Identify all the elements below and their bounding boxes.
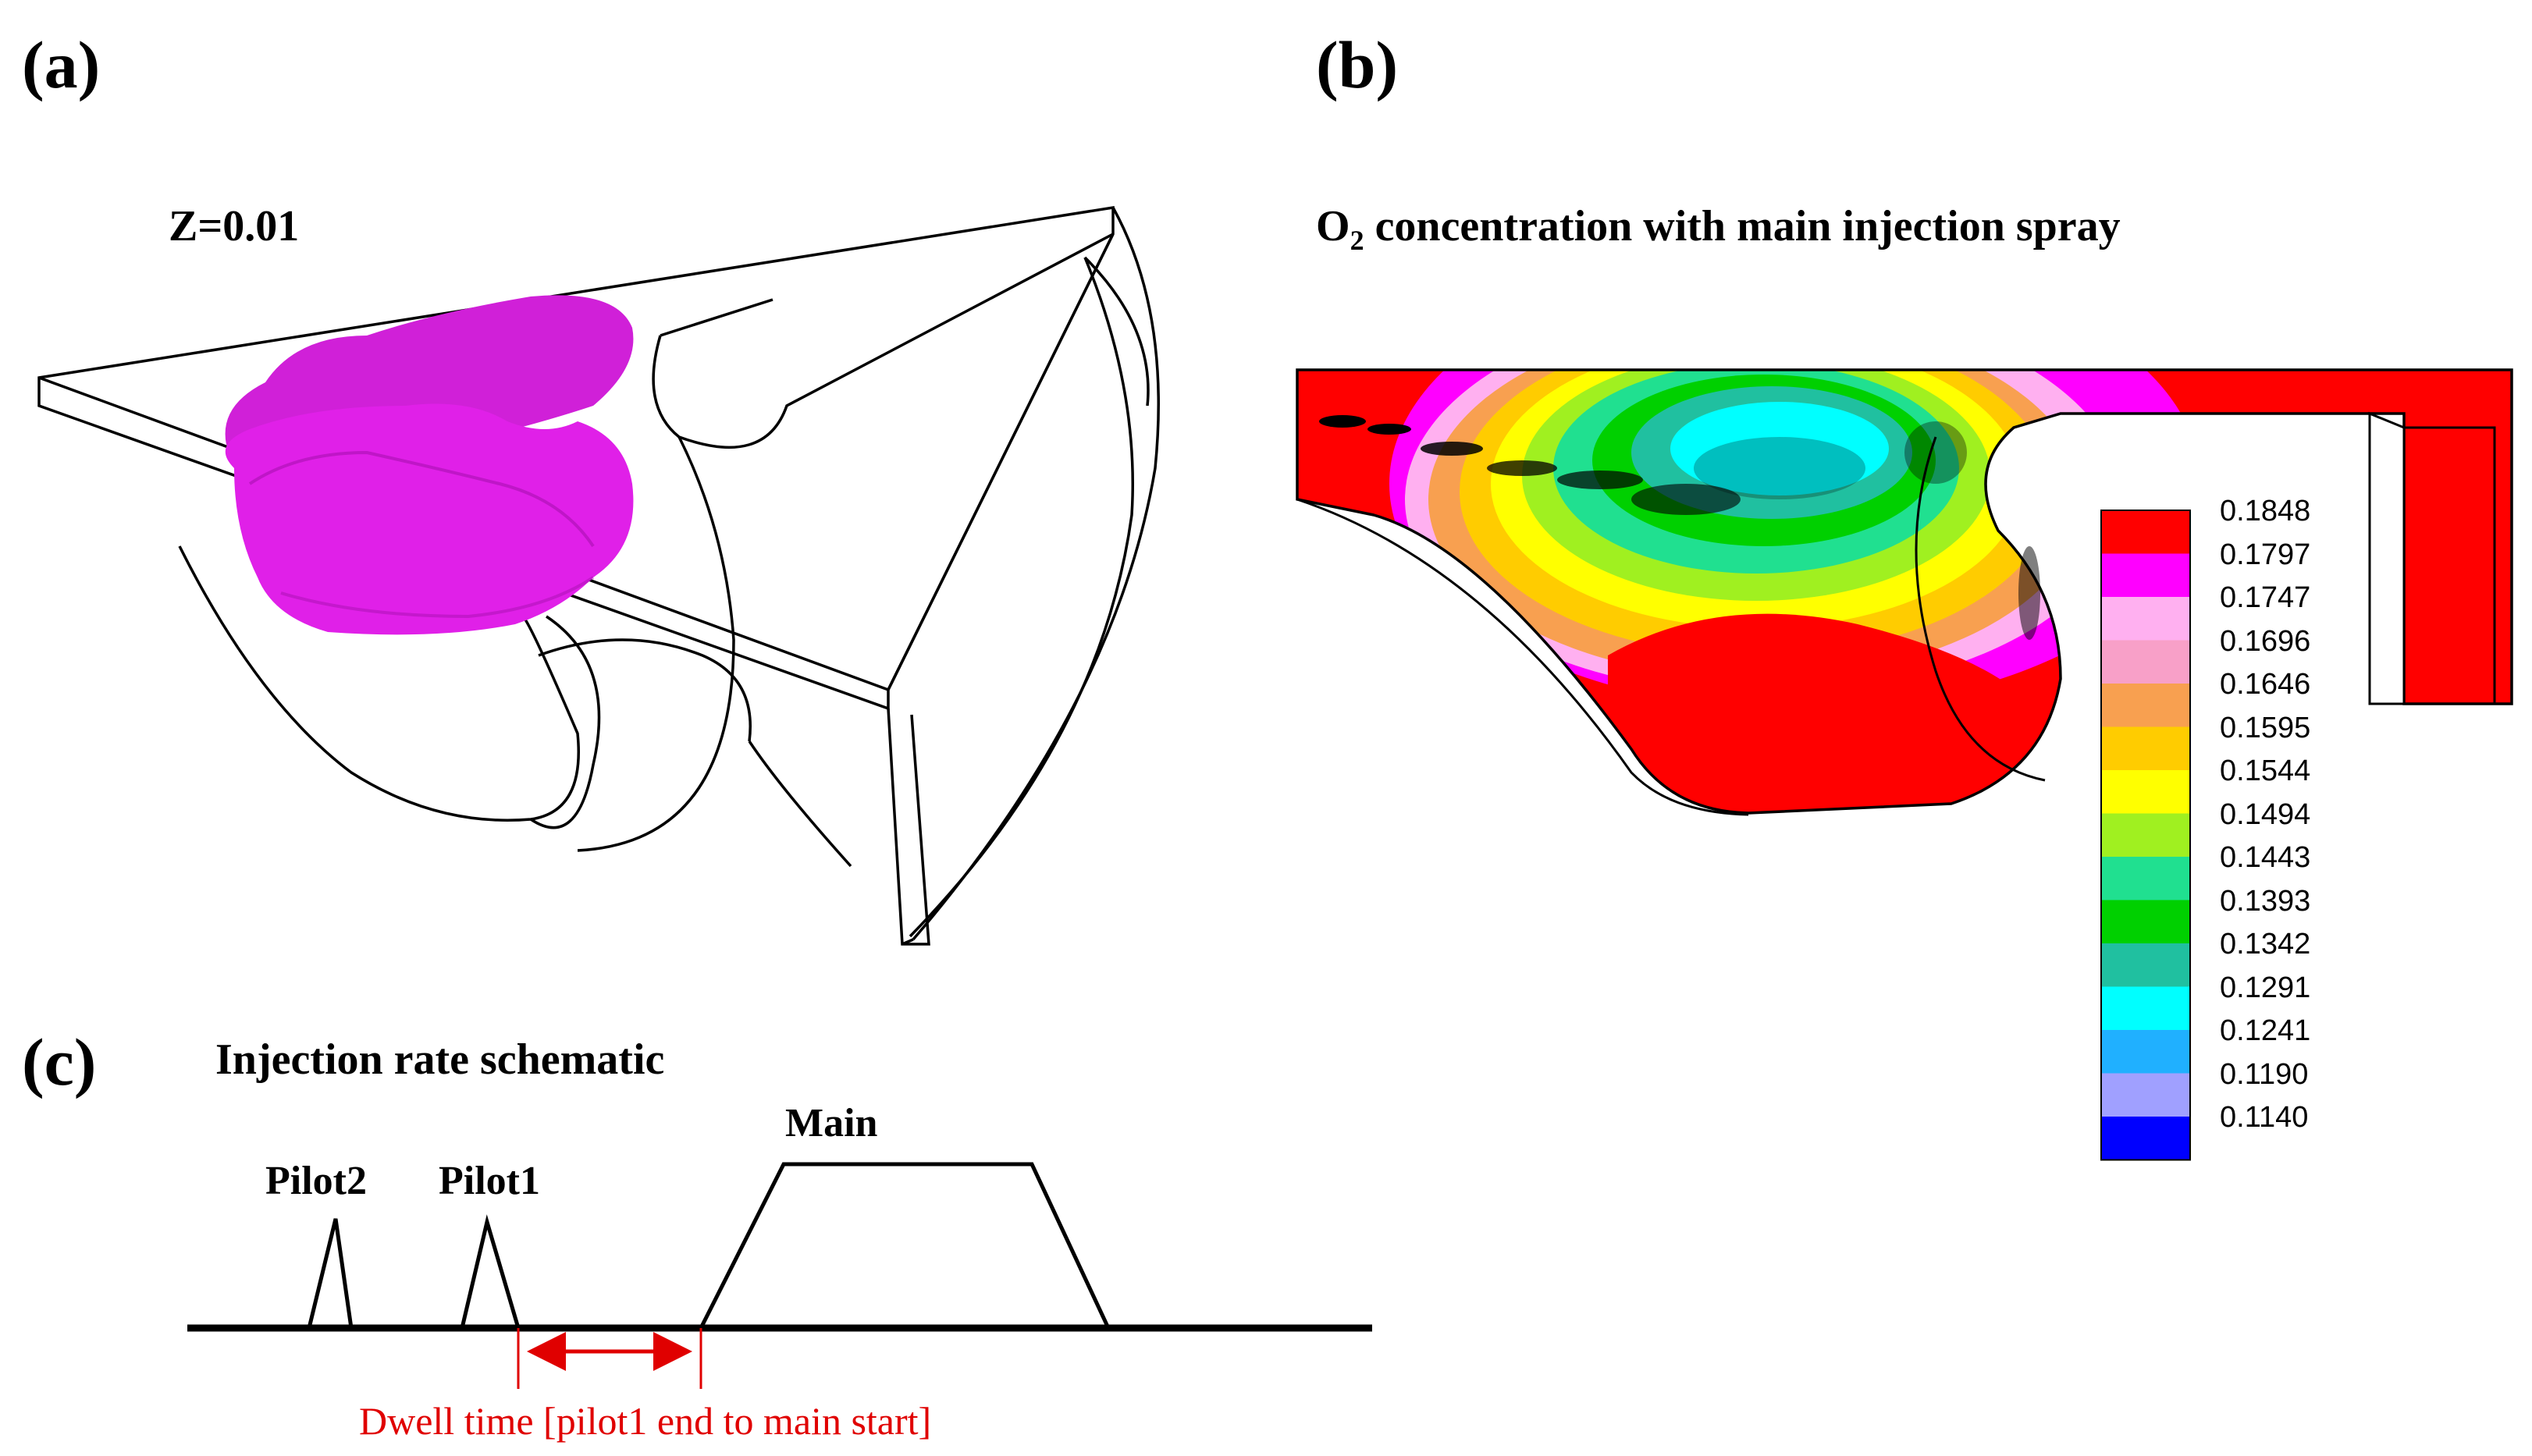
caption-rest: concentration with main injection spray xyxy=(1364,202,2121,250)
legend-swatch xyxy=(2101,900,2190,943)
legend-swatch xyxy=(2101,943,2190,987)
legend-value: 0.1544 xyxy=(2220,755,2311,787)
panel-a-caption: Z=0.01 xyxy=(169,202,300,250)
legend-swatch xyxy=(2101,684,2190,727)
legend-value: 0.1190 xyxy=(2220,1057,2309,1091)
pilot1-label: Pilot1 xyxy=(439,1159,540,1203)
legend-swatch xyxy=(2101,510,2190,554)
legend-swatch xyxy=(2101,597,2190,641)
legend-value: 0.1696 xyxy=(2220,624,2311,658)
legend-swatch xyxy=(2101,1073,2190,1117)
legend-swatch xyxy=(2101,640,2190,684)
panel-label-b: (b) xyxy=(1316,27,1399,102)
panel-label-a: (a) xyxy=(22,27,101,102)
panel-c-caption: Injection rate schematic xyxy=(215,1035,665,1084)
legend-value: 0.1291 xyxy=(2220,971,2311,1004)
contour-plot xyxy=(1296,368,2513,816)
legend-value: 0.1595 xyxy=(2220,711,2311,744)
legend-value: 0.1848 xyxy=(2220,495,2311,527)
legend-value: 0.1342 xyxy=(2220,928,2311,961)
legend-swatch xyxy=(2101,553,2190,597)
legend-swatch xyxy=(2101,770,2190,814)
dwell-time-label: Dwell time [pilot1 end to main start] xyxy=(359,1399,932,1443)
legend-value: 0.1140 xyxy=(2220,1101,2309,1134)
pilot1-pulse xyxy=(460,1214,521,1329)
legend-value: 0.1797 xyxy=(2220,538,2311,571)
legend-swatch xyxy=(2101,813,2190,857)
legend-value: 0.1494 xyxy=(2220,797,2311,831)
pilot2-label: Pilot2 xyxy=(265,1159,367,1203)
legend-colorbar xyxy=(2100,510,2191,1161)
legend-swatch xyxy=(2101,726,2190,770)
legend-swatch xyxy=(2101,857,2190,900)
caption-o: O xyxy=(1316,202,1350,250)
main-label: Main xyxy=(785,1101,878,1145)
legend-value: 0.1747 xyxy=(2220,581,2311,614)
panel-label-c: (c) xyxy=(22,1025,97,1099)
legend-swatch xyxy=(2101,1030,2190,1074)
legend-value: 0.1393 xyxy=(2220,884,2311,918)
legend-swatch xyxy=(2101,986,2190,1030)
fuel-plume xyxy=(225,295,634,635)
main-pulse xyxy=(699,1162,1111,1330)
panel-b-caption: O2 concentration with main injection spr… xyxy=(1316,204,2121,254)
legend-value: 0.1241 xyxy=(2220,1014,2311,1047)
legend-value: 0.1646 xyxy=(2220,668,2311,701)
legend-border xyxy=(2100,510,2191,1161)
pilot2-pulse xyxy=(307,1218,354,1329)
caption-sub-2: 2 xyxy=(1350,225,1364,257)
injection-schematic xyxy=(187,1162,1372,1389)
legend-swatch xyxy=(2101,1117,2190,1160)
legend-value: 0.1443 xyxy=(2220,841,2311,874)
